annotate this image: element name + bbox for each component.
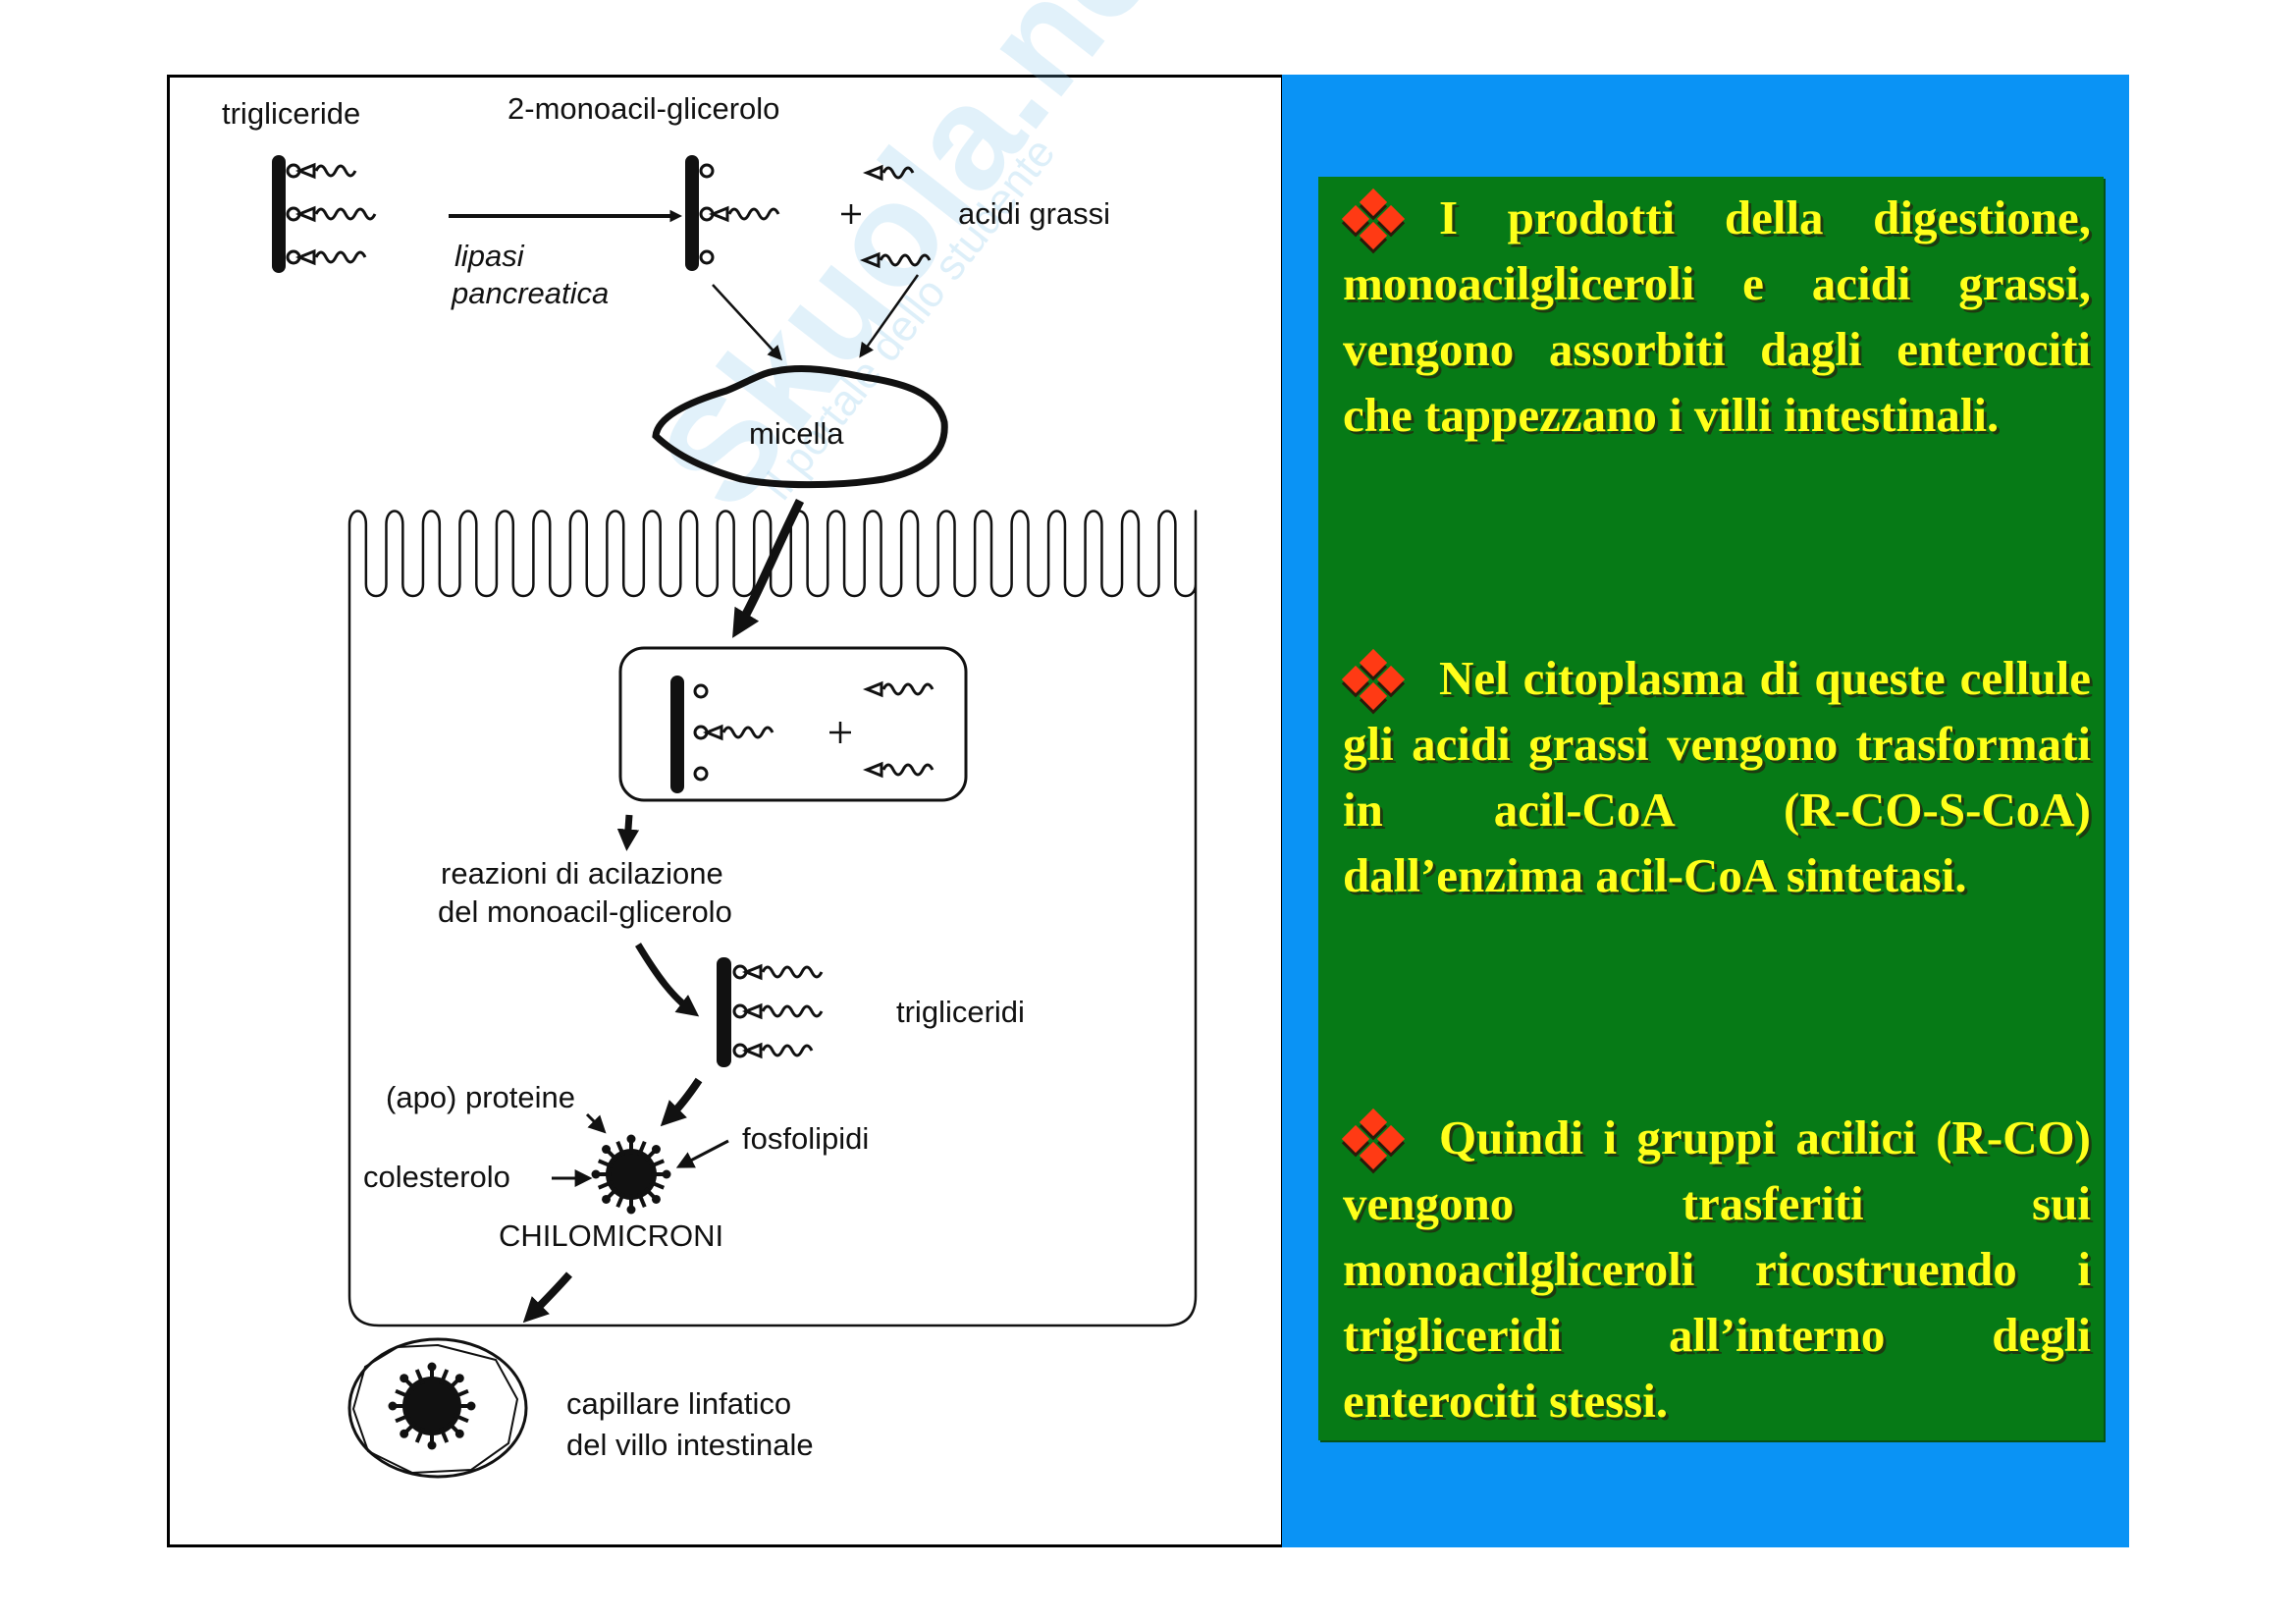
chylomicron-protein-dot bbox=[626, 1205, 636, 1215]
chylomicron-protein-dot bbox=[400, 1429, 409, 1438]
text-box bbox=[1318, 177, 2104, 1440]
paragraph-3: Quindi i gruppi acilici (R-CO) vengono t… bbox=[1341, 1105, 2091, 1434]
absorbed-products-icon bbox=[670, 676, 934, 793]
chylomicron-protein-dot bbox=[602, 1145, 612, 1155]
label-lipasi: lipasi bbox=[454, 239, 524, 273]
chylomicron-protein-dot bbox=[388, 1401, 398, 1411]
chylomicron-spike bbox=[597, 1159, 614, 1168]
chylomicron-core bbox=[606, 1149, 657, 1200]
diamond-bullet-icon bbox=[1341, 1108, 1406, 1170]
diamond-bullet-icon bbox=[1341, 648, 1406, 711]
acylation-arrow bbox=[616, 814, 640, 851]
phospholipid-arrow bbox=[675, 1139, 729, 1168]
chylomicron-spike bbox=[597, 1180, 614, 1190]
chylomicron-spike bbox=[615, 1140, 625, 1157]
arrow-to-micelle-left bbox=[712, 284, 783, 361]
label-colesterolo: colesterolo bbox=[363, 1160, 510, 1194]
chylomicron-spike bbox=[649, 1180, 666, 1190]
chylomicron-protein-dot bbox=[427, 1362, 437, 1372]
paragraph-3-text: Quindi i gruppi acilici (R-CO) vengono t… bbox=[1343, 1110, 2091, 1428]
cytoplasm-compartment bbox=[618, 646, 968, 802]
chylomicron-icon bbox=[591, 1134, 671, 1215]
label-apoproteine: (apo) proteine bbox=[386, 1080, 576, 1114]
chylomicron-spike bbox=[649, 1159, 666, 1168]
paragraph-2-text: Nel citoplasma di queste cellule gli aci… bbox=[1343, 651, 2091, 902]
chylomicron-spike bbox=[439, 1369, 450, 1385]
label-chilomicroni: CHILOMICRONI bbox=[499, 1218, 724, 1253]
label-reazioni-line2: del monoacil-glicerolo bbox=[438, 894, 732, 929]
label-trigliceride: trigliceride bbox=[222, 96, 361, 131]
micelle-outline bbox=[652, 365, 948, 489]
chylomicron-core bbox=[402, 1377, 461, 1435]
paragraph-1: I prodotti della digestione, monoacilgli… bbox=[1341, 185, 2091, 448]
diagram-frame bbox=[167, 75, 1284, 1547]
label-acidi-grassi: acidi grassi bbox=[958, 196, 1111, 231]
label-fosfolipidi: fosfolipidi bbox=[742, 1121, 870, 1156]
apoprotein-arrow bbox=[585, 1112, 607, 1134]
triglycerides-molecule-icon bbox=[717, 957, 824, 1067]
chylomicron-spike bbox=[637, 1140, 647, 1157]
chylomicron-spike bbox=[637, 1192, 647, 1209]
triglyceride-molecule-icon bbox=[272, 155, 377, 273]
to-triglycerides-arrow bbox=[635, 943, 700, 1017]
chylomicron-protein-dot bbox=[651, 1194, 661, 1204]
paragraph-2: Nel citoplasma di queste cellule gli aci… bbox=[1341, 645, 2091, 908]
chylomicron-spike bbox=[395, 1388, 411, 1399]
fatty-acid-icon bbox=[859, 164, 932, 269]
chylomicron-protein-dot bbox=[651, 1145, 661, 1155]
chylomicron-protein-dot bbox=[427, 1440, 437, 1450]
chylomicron-protein-dot bbox=[591, 1169, 601, 1179]
chylomicron-protein-dot bbox=[626, 1134, 636, 1144]
chylomicron-spike bbox=[439, 1427, 450, 1443]
enterocyte-cell-outline bbox=[347, 510, 1198, 1327]
label-capillare-line1: capillare linfatico bbox=[566, 1386, 792, 1421]
arrow-to-micelle-right bbox=[859, 274, 920, 358]
chylomicron-spike bbox=[414, 1369, 425, 1385]
chylomicron-protein-dot bbox=[454, 1374, 464, 1383]
label-reazioni-line1: reazioni di acilazione bbox=[441, 856, 723, 891]
chylomicron-protein-dot bbox=[454, 1429, 464, 1438]
chylomicron-spike bbox=[414, 1427, 425, 1443]
chylomicron-protein-dot bbox=[602, 1194, 612, 1204]
chylomicron-spike bbox=[615, 1192, 625, 1209]
chylomicron-protein-dot bbox=[466, 1401, 476, 1411]
chylomicron-spike bbox=[395, 1413, 411, 1424]
exit-arrow bbox=[522, 1271, 572, 1324]
diamond-bullet-icon bbox=[1341, 188, 1406, 250]
label-micella: micella bbox=[749, 416, 844, 451]
monoacylglycerol-molecule-icon bbox=[685, 155, 861, 271]
chylomicron-protein-dot bbox=[662, 1169, 671, 1179]
to-chylomicron-arrow bbox=[660, 1077, 703, 1127]
chylomicron-protein-dot bbox=[400, 1374, 409, 1383]
paragraph-1-text: I prodotti della digestione, monoacilgli… bbox=[1343, 190, 2091, 442]
label-2-monoacil-glicerolo: 2-monoacil-glicerolo bbox=[507, 91, 780, 126]
label-trigliceridi: trigliceridi bbox=[896, 995, 1025, 1029]
chylomicron-spike bbox=[453, 1388, 469, 1399]
label-capillare-line2: del villo intestinale bbox=[566, 1428, 814, 1462]
lymphatic-capillary-icon bbox=[347, 1337, 528, 1479]
chylomicron-spike bbox=[453, 1413, 469, 1424]
label-pancreatica: pancreatica bbox=[452, 276, 610, 310]
